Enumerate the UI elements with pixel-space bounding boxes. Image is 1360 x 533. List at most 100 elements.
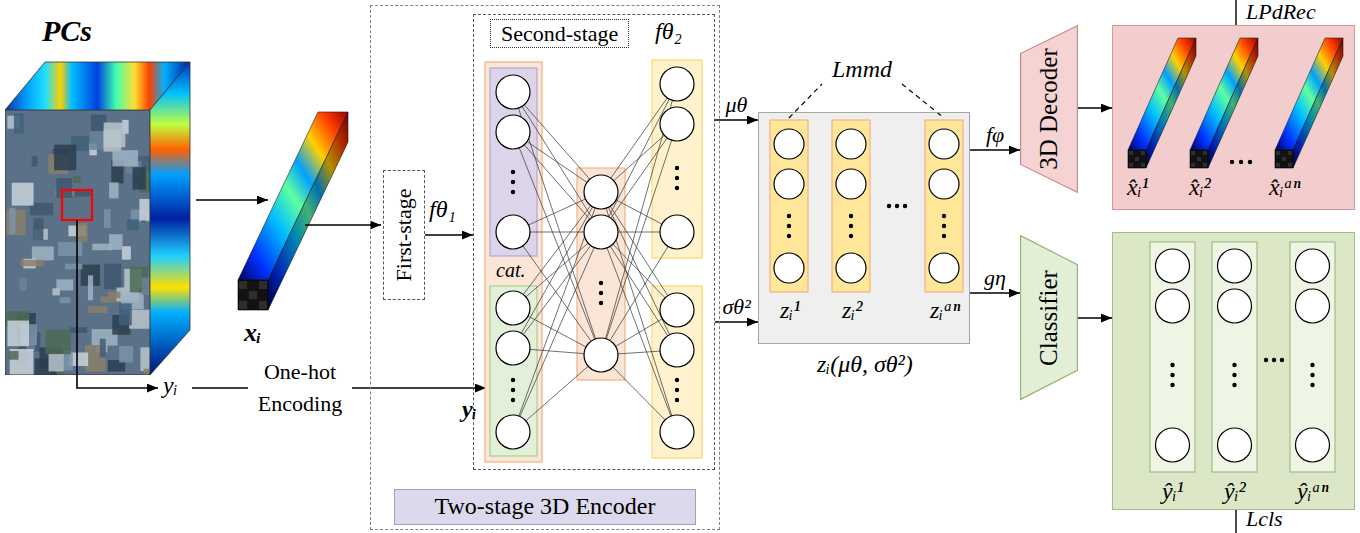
scene-block: [100, 339, 106, 358]
weight-line: [601, 232, 677, 432]
figure-title: PCs: [42, 14, 92, 49]
weight-line: [513, 192, 601, 348]
ellipsis-dot: [599, 301, 603, 305]
block-title: 3D Decoder: [1035, 48, 1064, 169]
weight-line: [601, 232, 677, 355]
ellipsis-dot: [895, 204, 899, 208]
neuron: [929, 129, 959, 159]
latent-label: zᵢᵃⁿ: [930, 297, 960, 325]
patch-pixel: [239, 301, 247, 309]
latent-column: [770, 120, 808, 292]
neuron: [929, 253, 959, 283]
latent-columns: [770, 120, 963, 292]
neuron: [1218, 289, 1252, 323]
scene-block: [19, 278, 27, 291]
ellipsis-dot: [942, 224, 946, 228]
ellipsis-dot: [1170, 383, 1174, 387]
ellipsis-dot: [942, 214, 946, 218]
scene-block: [142, 278, 150, 296]
ellipsis-dot: [1264, 358, 1268, 362]
weight-line: [601, 124, 677, 232]
patch-front-face: [1190, 150, 1208, 168]
scene-block: [12, 183, 34, 206]
block-outline: [1021, 236, 1078, 400]
patch-pixel: [1288, 163, 1292, 167]
scene-block: [73, 176, 80, 183]
latent-panel: zᵢ¹zᵢ²zᵢᵃⁿzᵢ(μθ, σθ²): [758, 112, 970, 344]
patch-pixel: [1197, 157, 1201, 161]
scene-block: [140, 347, 150, 371]
layer-column: [490, 68, 537, 256]
ellipsis-dot: [1280, 358, 1284, 362]
weight-line: [513, 92, 601, 232]
scene-block: [14, 113, 24, 133]
ellipsis-dot: [511, 190, 515, 194]
panel-fill: [758, 112, 970, 344]
scene-block: [7, 321, 29, 347]
loss-name: LPdRec: [1246, 1, 1316, 23]
input-arrow: [196, 199, 268, 201]
block-outline: [1021, 26, 1078, 193]
ellipsis-dot: [511, 378, 515, 382]
scene-block: [60, 297, 71, 303]
neuron: [496, 75, 530, 109]
ellipsis-dot: [1272, 358, 1276, 362]
patch-side-shade: [1293, 38, 1343, 168]
operation-note: cat.: [496, 259, 525, 282]
scene-block: [133, 167, 146, 190]
patch-pixel: [259, 281, 267, 289]
patch-pixel: [1282, 157, 1286, 161]
stage-region: Second-stage: [473, 14, 715, 470]
layer-column: [490, 286, 537, 456]
neuron: [660, 215, 694, 249]
ellipsis-dot: [675, 176, 679, 180]
scene-block: [32, 156, 38, 166]
math-symbol: xᵢ: [244, 318, 261, 348]
latent-column: [925, 120, 963, 292]
panel-fill: [1112, 25, 1355, 210]
process-note: One-hot Encoding: [248, 356, 352, 420]
output-label: ŷᵢ²: [1224, 478, 1246, 506]
edge-label: gη: [984, 265, 1006, 290]
scene-block: [104, 264, 121, 289]
scene-block: [54, 145, 76, 171]
scene-block: [52, 288, 59, 295]
neuron: [660, 415, 694, 449]
ellipsis-dot: [1310, 363, 1314, 367]
patch-pixel: [249, 291, 257, 299]
scene-block: [9, 208, 15, 234]
patch-label: x̂ᵢ¹: [1127, 174, 1149, 202]
patch-top-face: [1128, 38, 1196, 150]
classifier-block: Classifier: [1020, 235, 1078, 400]
ellipsis-dot: [1248, 160, 1252, 164]
latent-column: [832, 120, 870, 292]
ellipsis-dot: [1239, 160, 1243, 164]
prediction-panel: ŷᵢ¹ŷᵢ²ŷᵢᵃⁿ: [1112, 232, 1355, 510]
patch-pixel: [259, 301, 267, 309]
patch-label: x̂ᵢᵃⁿ: [1269, 174, 1301, 202]
ellipsis-dot: [1230, 160, 1234, 164]
ellipsis-dot: [1232, 383, 1236, 387]
patch-pixel: [1276, 163, 1280, 167]
neuron: [496, 331, 530, 365]
function-name: fθ₂: [655, 18, 682, 46]
scene-block: [104, 129, 122, 151]
patch-pixel: [1141, 163, 1145, 167]
loss-tick: [1235, 0, 1236, 25]
output-label: ŷᵢᵃⁿ: [1297, 478, 1329, 506]
ellipsis-dot: [849, 214, 853, 218]
reconstructed-patches: [1128, 38, 1343, 168]
patch-label: x̂ᵢ²: [1189, 174, 1211, 202]
latent-label: zᵢ¹: [780, 297, 800, 325]
patch-pixel: [1129, 163, 1133, 167]
panel-fill: [1112, 232, 1355, 510]
panel-fills: [758, 25, 1355, 510]
neuron: [929, 169, 959, 199]
patch-front-face: [1128, 150, 1146, 168]
flow-arrow: [715, 119, 758, 121]
neuron: [836, 129, 866, 159]
scene-block: [139, 199, 150, 221]
ellipsis-dot: [787, 214, 791, 218]
